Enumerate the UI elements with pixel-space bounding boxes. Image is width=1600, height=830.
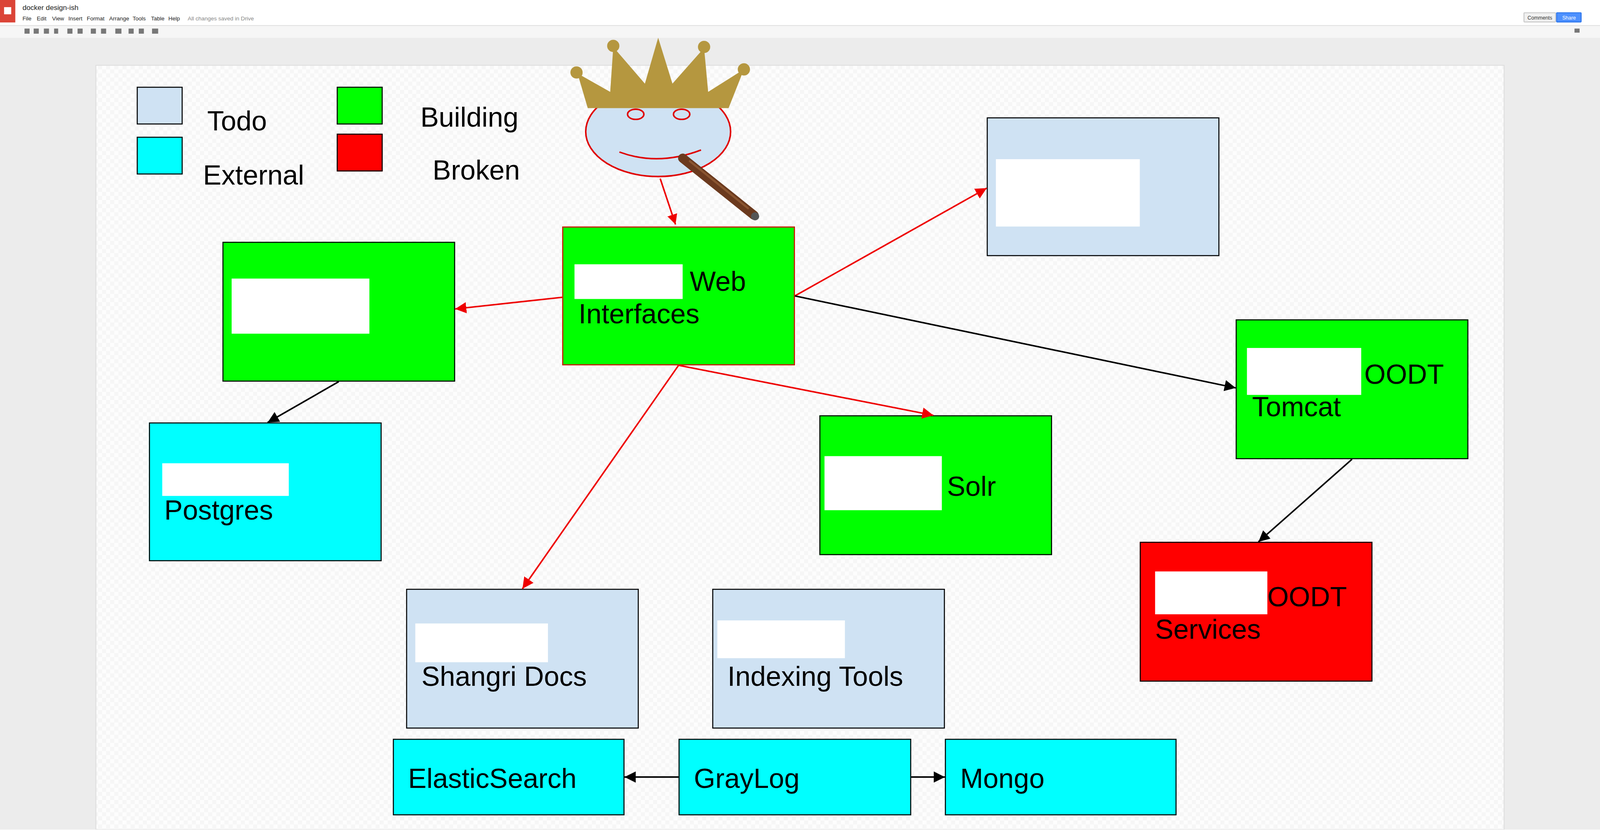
toolbar-icon — [115, 28, 122, 34]
connector-arrow — [522, 365, 679, 589]
toolbar-icon — [67, 28, 73, 34]
menu-label: Edit — [36, 15, 47, 22]
crown-ball — [737, 63, 750, 76]
app-icon-mark — [4, 7, 12, 15]
node-label: Postgres — [164, 493, 379, 527]
node-label: OODT Services — [1155, 580, 1370, 646]
legend-swatch — [336, 133, 383, 172]
legend-swatch — [136, 136, 183, 175]
service-box: OODT Services — [1140, 541, 1373, 682]
menu-label: Tools — [132, 15, 146, 22]
connector-arrow — [678, 365, 934, 416]
redaction-block — [1155, 571, 1268, 615]
toolbar-icon — [100, 28, 106, 34]
toolbar-icon — [24, 28, 30, 34]
document-title: docker design-ish — [22, 4, 79, 12]
node-label: Web Interfaces — [578, 265, 793, 331]
menu-label: Format — [86, 15, 105, 22]
toolbar-icon — [128, 28, 134, 34]
toolbar-icon — [152, 28, 159, 34]
connector-arrow — [624, 776, 679, 778]
service-box: Postgres — [149, 422, 382, 562]
menu-label: Insert — [68, 15, 83, 22]
service-box: Solr — [819, 415, 1053, 556]
menu-label: View — [52, 15, 65, 22]
service-box — [986, 117, 1220, 257]
face-eye — [627, 109, 644, 120]
menu-label: Table — [150, 15, 165, 22]
node-label: Indexing Tools — [727, 660, 942, 693]
service-box: Mongo — [945, 738, 1177, 816]
node-label: Solr — [947, 470, 1050, 503]
redaction-block — [995, 159, 1140, 227]
redaction-block — [824, 456, 943, 511]
service-box: Indexing Tools — [712, 588, 945, 729]
connector-arrow — [455, 297, 563, 310]
redaction-block — [717, 620, 845, 659]
toolbar-icon — [33, 28, 39, 34]
connector-arrow — [1258, 459, 1353, 542]
cigar-shine — [690, 161, 749, 209]
service-box — [222, 241, 455, 382]
legend-text: Todo — [207, 105, 267, 138]
menu-label: Arrange — [109, 15, 130, 22]
node-label: OODT Tomcat — [1252, 358, 1466, 424]
redaction-block — [231, 278, 370, 334]
service-box: OODT Tomcat — [1235, 319, 1469, 460]
node-label: GrayLog — [693, 762, 908, 795]
redaction-block — [574, 264, 683, 299]
toolbar-icon — [90, 28, 96, 34]
redaction-block — [1247, 347, 1362, 395]
node-label: Mongo — [960, 762, 1174, 795]
pointer-arrow — [660, 178, 676, 225]
canvas-background — [0, 37, 1600, 830]
menu-label: Comments — [1523, 12, 1557, 23]
legend-text: Broken — [432, 154, 520, 187]
redaction-block — [415, 623, 548, 663]
service-box: Web Interfaces — [562, 226, 795, 366]
menu-label: Share — [1556, 12, 1583, 23]
menu-label: All changes saved in Drive — [187, 15, 255, 22]
face-eye — [673, 109, 690, 120]
legend-text: External — [202, 159, 305, 192]
crown-ball — [607, 40, 620, 53]
connector-arrow — [795, 295, 1236, 388]
legend-swatch — [136, 86, 183, 125]
toolbar-icons — [24, 28, 1580, 34]
toolbar-icon — [77, 28, 83, 34]
service-box: GrayLog — [678, 738, 912, 816]
toolbar-icon — [138, 28, 144, 34]
crown — [577, 37, 744, 109]
legend-text: Building — [420, 100, 519, 134]
service-box: Shangri Docs — [406, 588, 639, 729]
service-box: ElasticSearch — [392, 738, 625, 816]
cigar — [682, 158, 754, 216]
cigar-ash — [750, 212, 760, 221]
crown-ball — [697, 40, 710, 53]
menu-label: File — [22, 15, 32, 22]
menu-label: Help — [168, 15, 180, 22]
toolbar-icon — [43, 28, 49, 34]
crown-ball — [570, 66, 583, 79]
redaction-block — [162, 463, 289, 496]
toolbar-icon — [1574, 28, 1580, 33]
king-illustration — [570, 37, 760, 225]
toolbar-icon — [54, 28, 59, 34]
connector-arrow — [267, 381, 339, 423]
drawing-page — [95, 65, 1505, 830]
node-label: ElasticSearch — [408, 762, 622, 795]
app-icon — [0, 0, 16, 23]
legend-swatch — [336, 86, 383, 125]
connector-arrow — [911, 776, 945, 778]
toolbar-strip — [0, 25, 1600, 38]
toolbar-rule — [0, 25, 1600, 26]
connector-arrow — [795, 187, 987, 296]
node-label: Shangri Docs — [421, 660, 636, 693]
